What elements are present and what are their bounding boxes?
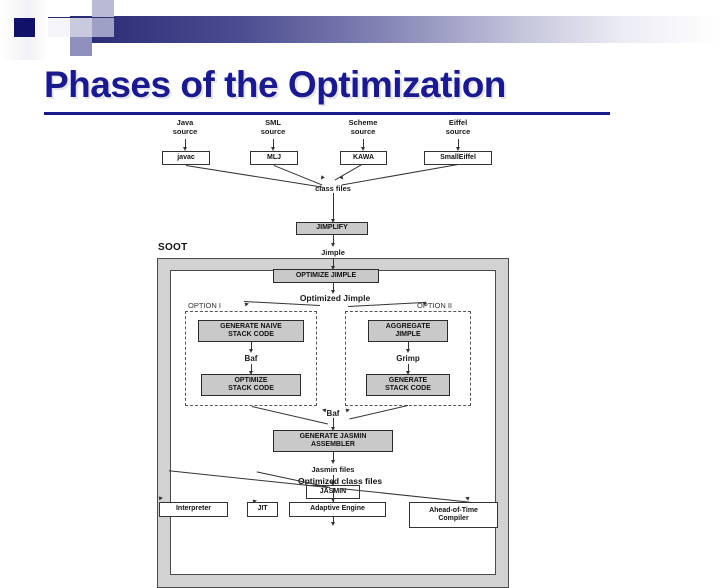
- white-square: [48, 0, 70, 17]
- stage-box-generate-jasmin-assembler[interactable]: GENERATE JASMIN ASSEMBLER: [273, 430, 393, 452]
- arrow-java-shaft: [185, 139, 186, 149]
- compiler-box-mlj[interactable]: MLJ: [250, 151, 298, 165]
- page-title: Phases of the Optimization: [44, 64, 506, 105]
- blue-square: [92, 0, 114, 17]
- arrow-join-shaft: [333, 418, 334, 429]
- compiler-box-smalleiffel[interactable]: SmallEiffel: [424, 151, 492, 165]
- baf-join-label: Baf: [326, 409, 340, 418]
- stage-box-generate-stack-code[interactable]: GENERATE STACK CODE: [366, 374, 450, 396]
- option-two-region: [345, 311, 471, 406]
- arrow-classfiles-shaft: [333, 193, 334, 221]
- edge-smalleiffel-to-classfiles: [341, 164, 458, 186]
- arrow-naive-shaft-lower: [251, 364, 252, 373]
- edge-to-adaptive-engine: [333, 488, 334, 500]
- grimp-label: Grimp: [396, 354, 420, 363]
- compiler-box-kawa[interactable]: KAWA: [340, 151, 387, 165]
- arrow-scheme-shaft: [363, 139, 364, 149]
- jasmin-files-label: Jasmin files: [311, 465, 355, 474]
- arrow-jasmin-out-head: [330, 522, 335, 526]
- arrowhead-aot: [464, 495, 470, 501]
- class-files-label: class files: [315, 184, 351, 193]
- soot-label: SOOT: [158, 242, 188, 253]
- arrowhead-adaptive-engine: [330, 498, 335, 502]
- mid-blue-square: [70, 37, 92, 56]
- arrow-jimple-shaft: [333, 258, 334, 268]
- source-label-scheme: Scheme source: [348, 118, 378, 137]
- title-underline: [44, 112, 610, 115]
- arrow-jimplify-shaft: [333, 235, 334, 245]
- arrow-optimize-jimple-shaft: [333, 283, 334, 292]
- arrow-jimplify-head: [330, 243, 335, 247]
- light-blue-square: [70, 18, 92, 37]
- arrow-aggregate-shaft-lower: [408, 364, 409, 373]
- dark-square: [14, 18, 35, 37]
- arrow-join-head: [330, 427, 335, 431]
- arrow-classfiles-head: [330, 219, 335, 223]
- stage-box-jimplify[interactable]: JIMPLIFY: [296, 222, 368, 235]
- option-one-label: OPTION I: [188, 301, 221, 310]
- pale-square: [48, 18, 70, 37]
- arrow-sml-shaft: [273, 139, 274, 149]
- backend-box-ahead-of-time-compiler[interactable]: Ahead-of-Time Compiler: [409, 502, 498, 528]
- violet-square: [92, 18, 114, 37]
- stage-box-optimize-stack-code[interactable]: OPTIMIZE STACK CODE: [201, 374, 301, 396]
- arrow-jasmin-files-head: [330, 482, 335, 486]
- arrow-aggregate-head-upper: [405, 349, 410, 353]
- source-label-sml: SML source: [260, 118, 286, 137]
- arrowhead-right-merge: [339, 175, 345, 181]
- arrow-scheme-head: [360, 147, 365, 151]
- arrowhead-interpreter: [158, 495, 164, 501]
- arrow-naive-head-lower: [248, 371, 253, 375]
- edge-to-aot: [339, 488, 470, 503]
- arrow-sml-head: [270, 147, 275, 151]
- arrow-jasmin-asm-head: [330, 460, 335, 464]
- arrowhead-left-merge: [319, 175, 325, 181]
- baf-label-option-one: Baf: [244, 354, 258, 363]
- stage-box-optimize-jimple[interactable]: OPTIMIZE JIMPLE: [273, 269, 379, 283]
- optimized-class-files-label: Optimized class files: [297, 476, 383, 486]
- compiler-box-javac[interactable]: javac: [162, 151, 210, 165]
- option-two-label: OPTION II: [417, 301, 453, 310]
- backend-box-adaptive-engine[interactable]: Adaptive Engine: [289, 502, 386, 517]
- backend-box-jit[interactable]: JIT: [247, 502, 278, 517]
- arrow-eiffel-head: [455, 147, 460, 151]
- arrow-jasmin-asm-shaft: [333, 452, 334, 462]
- blank-square: [48, 37, 70, 56]
- arrow-optimize-jimple-head: [330, 290, 335, 294]
- arrow-java-head: [182, 147, 187, 151]
- source-label-java: Java source: [172, 118, 198, 137]
- arrow-aggregate-head-lower: [405, 371, 410, 375]
- jimple-label: Jimple: [321, 248, 345, 257]
- backend-row: Interpreter JIT Adaptive Engine Ahead-of…: [140, 470, 540, 540]
- arrow-naive-head-upper: [248, 349, 253, 353]
- arrow-naive-shaft-upper: [251, 342, 252, 351]
- arrow-jimple-head: [330, 266, 335, 270]
- option-one-region: [185, 311, 317, 406]
- optimized-jimple-label: Optimized Jimple: [299, 293, 371, 303]
- backend-box-interpreter[interactable]: Interpreter: [159, 502, 228, 517]
- arrow-jasmin-files-shaft: [333, 475, 334, 484]
- header-decoration: [0, 0, 720, 60]
- arrow-aggregate-shaft-upper: [408, 342, 409, 351]
- gradient-band: [48, 16, 720, 43]
- stage-box-aggregate-jimple[interactable]: AGGREGATE JIMPLE: [368, 320, 448, 342]
- stage-box-generate-naive-stack-code[interactable]: GENERATE NAIVE STACK CODE: [198, 320, 304, 342]
- arrow-eiffel-shaft: [458, 139, 459, 149]
- source-label-eiffel: Eiffel source: [445, 118, 471, 137]
